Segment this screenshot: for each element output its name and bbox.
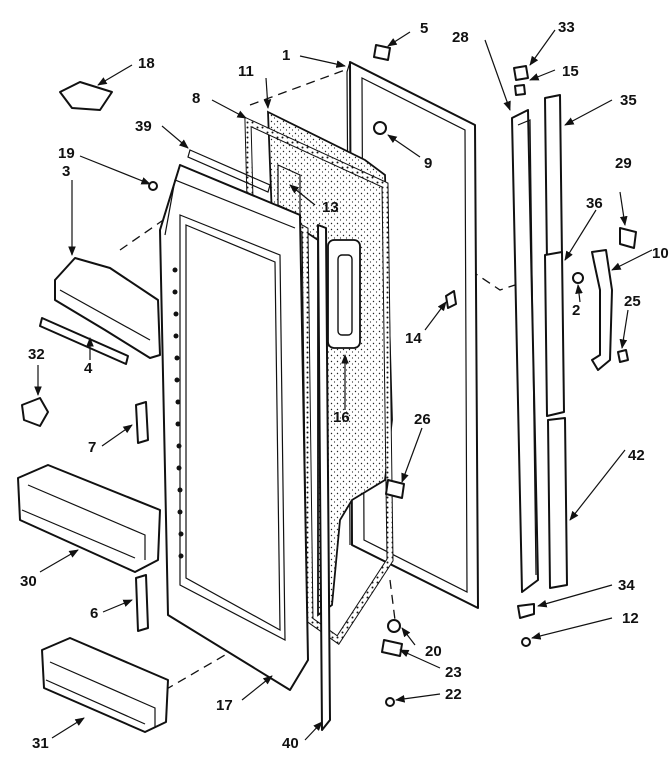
label-20: 20 xyxy=(425,643,442,660)
label-25: 25 xyxy=(624,293,641,310)
vertical-trim-strip xyxy=(317,224,331,731)
dairy-door-trim xyxy=(39,317,129,365)
door-handle xyxy=(591,249,613,371)
label-33: 33 xyxy=(558,19,575,36)
small-door-bin xyxy=(41,637,169,733)
label-2: 2 xyxy=(572,302,580,319)
label-23: 23 xyxy=(445,664,462,681)
label-4: 4 xyxy=(84,360,93,377)
label-28: 28 xyxy=(452,29,469,46)
label-10: 10 xyxy=(652,245,669,262)
label-11: 11 xyxy=(238,63,254,80)
label-1: 1 xyxy=(282,47,290,64)
label-32: 32 xyxy=(28,346,45,363)
liner-shelf-holes xyxy=(172,267,184,559)
label-14: 14 xyxy=(405,330,422,347)
upper-handle-cap xyxy=(544,94,563,263)
label-29: 29 xyxy=(615,155,632,172)
label-42: 42 xyxy=(628,447,645,464)
handle-clip xyxy=(619,227,637,249)
bin-support-6 xyxy=(135,574,149,632)
label-5: 5 xyxy=(420,20,428,37)
leader-lines xyxy=(34,29,653,741)
label-36: 36 xyxy=(586,195,603,212)
label-35: 35 xyxy=(620,92,637,109)
label-7: 7 xyxy=(88,439,96,456)
label-9: 9 xyxy=(424,155,432,172)
label-40: 40 xyxy=(282,735,299,752)
lower-handle-cap xyxy=(547,417,568,589)
label-13: 13 xyxy=(322,199,339,216)
bin-support-7 xyxy=(135,401,149,444)
label-18: 18 xyxy=(138,55,155,72)
label-19: 19 xyxy=(58,145,75,162)
label-17: 17 xyxy=(216,697,233,714)
label-34: 34 xyxy=(618,577,635,594)
middle-handle-section xyxy=(544,251,565,417)
handle-trim-channel xyxy=(511,109,539,593)
label-31: 31 xyxy=(32,735,49,752)
label-12: 12 xyxy=(622,610,639,627)
large-door-bin xyxy=(17,464,161,573)
label-15: 15 xyxy=(562,63,579,80)
part-labels: 1 2 3 4 5 6 7 8 9 10 11 12 13 14 15 16 1… xyxy=(20,19,669,752)
small-hardware xyxy=(148,44,629,707)
top-trim-strip xyxy=(187,149,271,193)
label-39: 39 xyxy=(135,118,152,135)
small-cover-18 xyxy=(59,81,113,111)
label-16: 16 xyxy=(333,409,350,426)
label-26: 26 xyxy=(414,411,431,428)
small-bracket-32 xyxy=(21,397,49,427)
dairy-compartment-door xyxy=(54,257,161,359)
inner-door-liner xyxy=(159,164,309,691)
foam-insulation xyxy=(267,110,393,617)
label-3: 3 xyxy=(62,163,70,180)
label-6: 6 xyxy=(90,605,98,622)
label-22: 22 xyxy=(445,686,462,703)
label-30: 30 xyxy=(20,573,37,590)
label-8: 8 xyxy=(192,90,200,107)
